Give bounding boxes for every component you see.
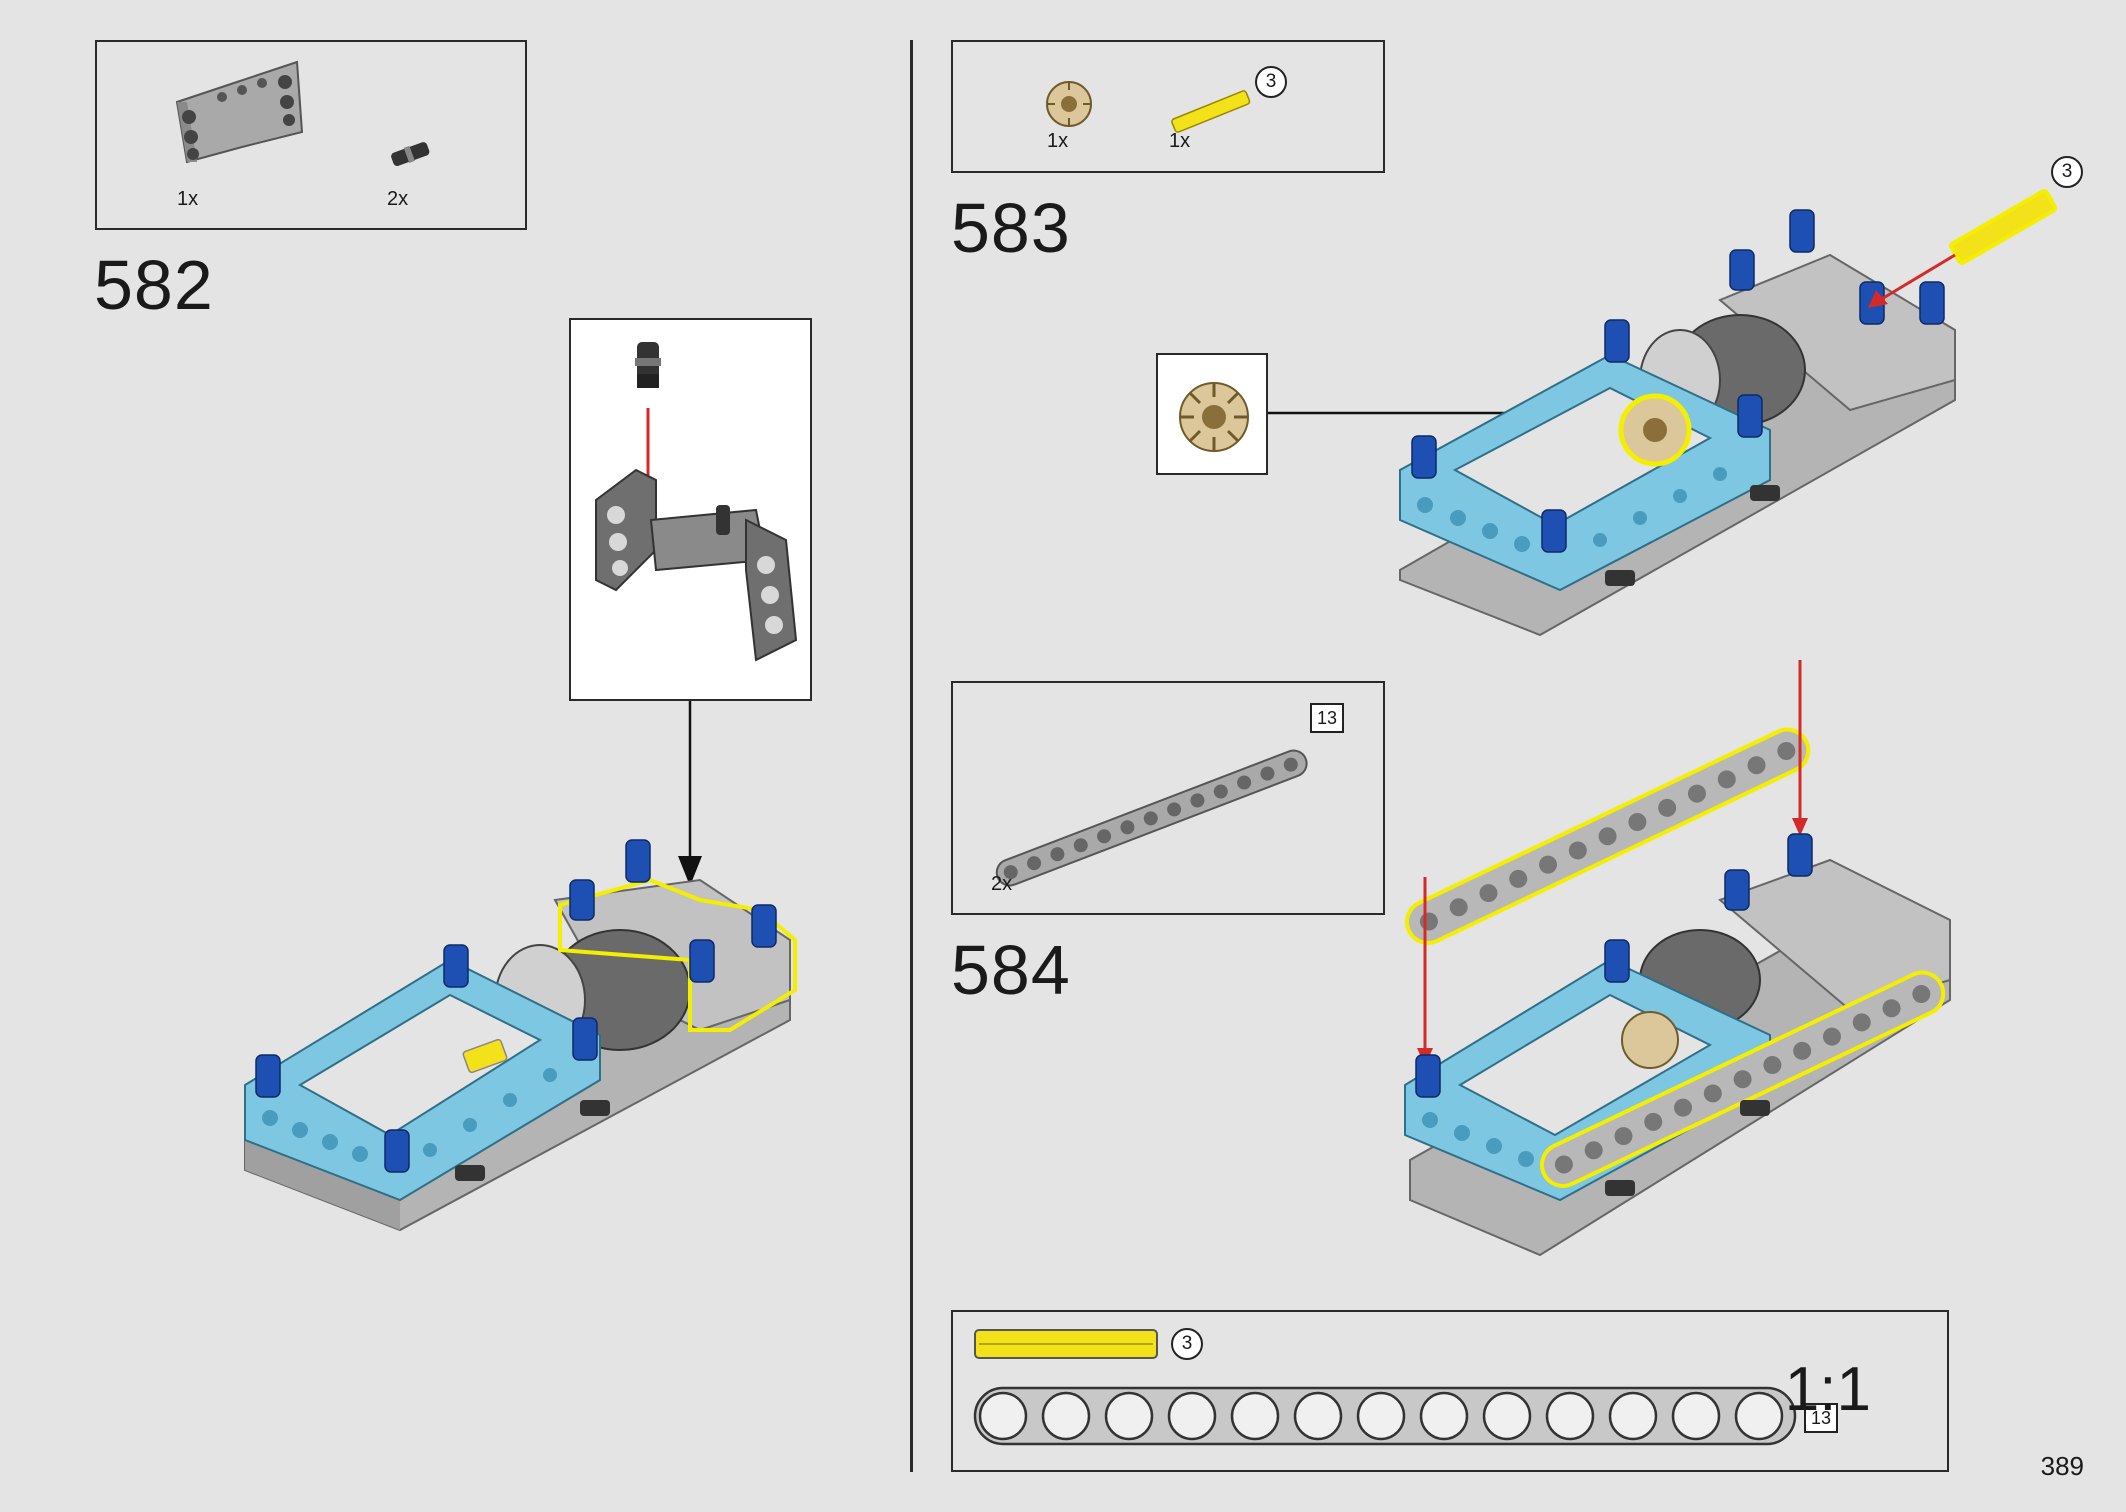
beam-length-label: 13	[1804, 1403, 1838, 1433]
scale-ruler: 3 13 1:1	[951, 1310, 1949, 1472]
parts-list-582: 1x 2x	[95, 40, 527, 230]
pin-icon	[635, 342, 661, 388]
step-number-583: 583	[951, 189, 1071, 267]
gear-icon	[1046, 81, 1092, 127]
h-beam-icon	[175, 60, 304, 164]
subassembly-illustration	[595, 342, 798, 662]
scale-label: 1:1	[1784, 1355, 1871, 1424]
subassembly-callout	[569, 318, 812, 701]
part-qty: 2x	[387, 188, 409, 210]
page-divider	[910, 40, 913, 1472]
beam-icon	[995, 749, 1308, 887]
gear-callout	[1156, 353, 1268, 475]
ruler-illustration	[973, 1329, 1797, 1446]
parts-list-584: 2x 13	[951, 681, 1385, 915]
part-qty: 1x	[177, 188, 199, 210]
axle-length-label: 3	[1171, 1328, 1203, 1360]
length-callout: 3	[2051, 156, 2083, 188]
page-number: 389	[2040, 1451, 2084, 1481]
h-beam-icon	[595, 468, 798, 662]
part-qty: 1x	[1169, 130, 1191, 152]
parts-illustration-584	[995, 749, 1308, 887]
parts-illustration-582	[175, 60, 430, 167]
length-callout: 13	[1310, 703, 1344, 733]
beam-ruler	[973, 1386, 1797, 1446]
part-qty: 2x	[991, 873, 1013, 895]
gear-callout-illustration	[1179, 382, 1249, 452]
part-qty: 1x	[1047, 130, 1069, 152]
step-number-582: 582	[94, 246, 214, 324]
parts-illustration-583	[1046, 81, 1251, 133]
axle-icon	[1171, 90, 1251, 133]
red-arrow	[1879, 253, 1956, 302]
step-number-584: 584	[951, 931, 1071, 1009]
parts-list-583: 1x 1x 3	[951, 40, 1385, 173]
length-callout: 3	[1255, 66, 1287, 98]
gear-icon	[1179, 382, 1249, 452]
pin-icon	[391, 142, 430, 167]
red-arrows	[1423, 660, 1802, 1050]
